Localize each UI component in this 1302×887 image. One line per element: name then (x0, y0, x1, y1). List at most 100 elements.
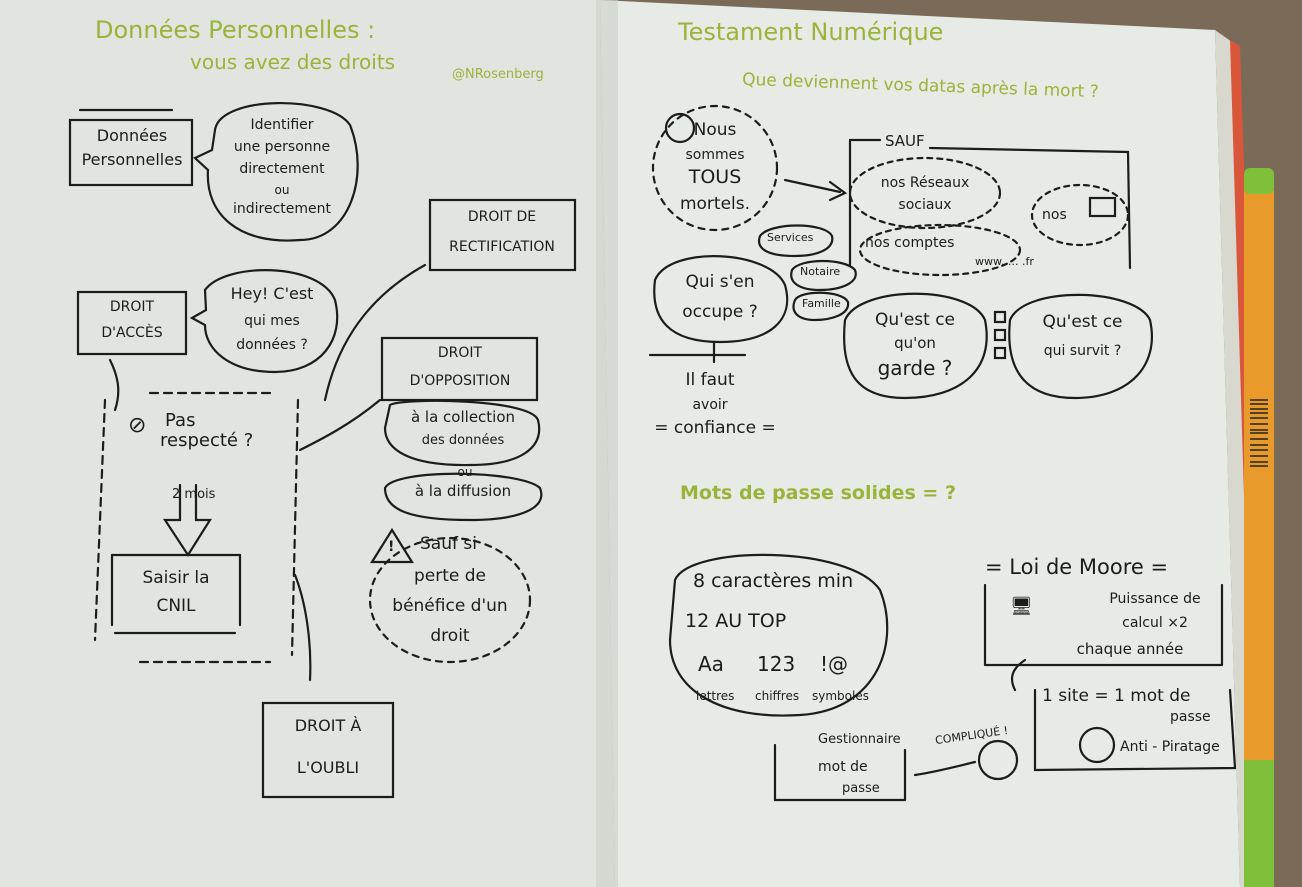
symbol-letters: Aa (698, 652, 724, 676)
rectification-line2: RECTIFICATION (449, 239, 555, 255)
green-pen (1244, 760, 1274, 887)
warning-line4: droit (430, 626, 470, 646)
cnil-line2: CNIL (156, 596, 196, 616)
label-digits: chiffres (755, 689, 800, 703)
nos-label: nos (1042, 207, 1067, 223)
computer-icon (1088, 196, 1117, 218)
rectification-line1: DROIT DE (467, 209, 537, 225)
warning-mark: ! (388, 539, 395, 555)
pen-barcode (1250, 399, 1268, 467)
left-page (0, 0, 615, 887)
box-acces (76, 290, 188, 356)
hey-line3: données ? (236, 337, 308, 353)
forbidden-icon: ⊘ (128, 413, 147, 438)
garde-line1: Qu'est ce (874, 310, 956, 330)
opposition-line2: D'OPPOSITION (409, 373, 511, 389)
passwords-title: Mots de passe solides = ? (680, 482, 956, 504)
tag-services: Services (767, 231, 814, 244)
right-title: Testament Numérique (678, 18, 944, 46)
occupe-line1: Qui s'en (685, 272, 755, 292)
bubble-collection (383, 399, 541, 467)
bubble-identifier (193, 102, 359, 242)
arrow-down (162, 483, 212, 558)
moore-line3: chaque année (1076, 640, 1184, 658)
reseaux-line1: nos Réseaux (880, 175, 970, 191)
oubli-line1: DROIT À (294, 716, 362, 735)
moore-line2: calcul ×2 (1122, 615, 1188, 631)
bubble-hey (189, 269, 339, 374)
identifier-line5: indirectement (232, 201, 331, 217)
left-title: Données Personnelles : (95, 16, 376, 44)
hey-line1: Hey! C'est (230, 284, 314, 303)
warning-icon (370, 527, 414, 564)
mortels-line3: TOUS (688, 166, 742, 188)
site-rule-line2: passe (1170, 709, 1211, 725)
donnees-line2: Personnelles (81, 150, 183, 169)
identifier-line2: une personne (233, 139, 331, 155)
top-label: 12 AU TOP (685, 610, 787, 632)
confiance-line1: Il faut (685, 370, 735, 390)
orange-pen (1244, 190, 1274, 760)
opposition-line1: DROIT (437, 345, 483, 361)
identifier-line4: ou (274, 183, 290, 197)
gestionnaire-line2: mot de (818, 759, 868, 775)
occupe-line2: occupe ? (682, 302, 758, 322)
box-oubli (261, 701, 395, 799)
dashed-warning-circle (368, 536, 532, 664)
identifier-line3: directement (239, 161, 325, 177)
box-gestionnaire (773, 743, 907, 802)
label-letters: lettres (696, 689, 735, 703)
label-symbols: symboles (812, 689, 869, 703)
oubli-line2: L'OUBLI (296, 758, 360, 777)
warning-line2: perte de (413, 566, 487, 586)
garde-line3: garde ? (877, 356, 953, 380)
scream-face-icon (664, 112, 696, 144)
survit-line1: Qu'est ce (1042, 312, 1123, 332)
diffusion-label: à la diffusion (414, 482, 512, 500)
anti-piratage-label: Anti - Piratage (1120, 739, 1220, 755)
www-label: www. ... .fr (975, 255, 1034, 268)
collection-line2: des données (421, 433, 505, 448)
bubble-garde (843, 292, 988, 400)
box-site (1033, 688, 1237, 772)
reseaux-line2: sociaux (898, 197, 952, 213)
acces-line2: D'ACCÈS (101, 325, 163, 341)
collection-line1: à la collection (410, 408, 516, 426)
survit-line2: qui survit ? (1043, 343, 1122, 359)
bubble-mortels (651, 104, 779, 232)
sauf-label: SAUF (885, 132, 925, 150)
ou-label: ou (457, 465, 473, 479)
bubble-diffusion (383, 472, 543, 522)
box-sauf (848, 138, 1132, 270)
bubble-survit (1008, 293, 1153, 400)
tag-famille: Famille (802, 297, 841, 310)
left-subtitle: vous avez des droits (190, 50, 396, 74)
spine-shadow (596, 0, 618, 887)
confiance-line2: avoir (692, 397, 728, 413)
cnil-line1: Saisir la (142, 568, 210, 588)
mortels-line2: sommes (685, 147, 745, 163)
acces-line1: DROIT (109, 299, 155, 315)
pas-respecte-line2: respecté ? (160, 430, 254, 451)
angry-face-icon (1078, 726, 1116, 764)
box-moore (983, 583, 1224, 667)
author-credit: @NRosenberg (452, 67, 544, 82)
identifier-line1: Identifier (250, 117, 314, 133)
warning-line1: Sauf si (420, 534, 477, 554)
site-rule-line1: 1 site = 1 mot de (1042, 686, 1191, 706)
symbol-digits: 123 (757, 652, 796, 676)
bubble-password (668, 553, 889, 717)
donnees-line1: Données (96, 126, 168, 145)
box-opposition (380, 336, 539, 402)
confiance-line3: = confiance = (654, 418, 776, 438)
gestionnaire-line1: Gestionnaire (818, 732, 901, 747)
box-rectification (428, 198, 577, 272)
bubble-occupe (653, 255, 789, 344)
garde-line2: qu'on (894, 334, 936, 352)
arrow-rectification (323, 263, 427, 402)
mortels-line1: Nous (693, 120, 737, 140)
hey-line2: qui mes (244, 313, 300, 329)
mortels-line4: mortels. (679, 194, 751, 214)
box-donnees (68, 118, 194, 187)
